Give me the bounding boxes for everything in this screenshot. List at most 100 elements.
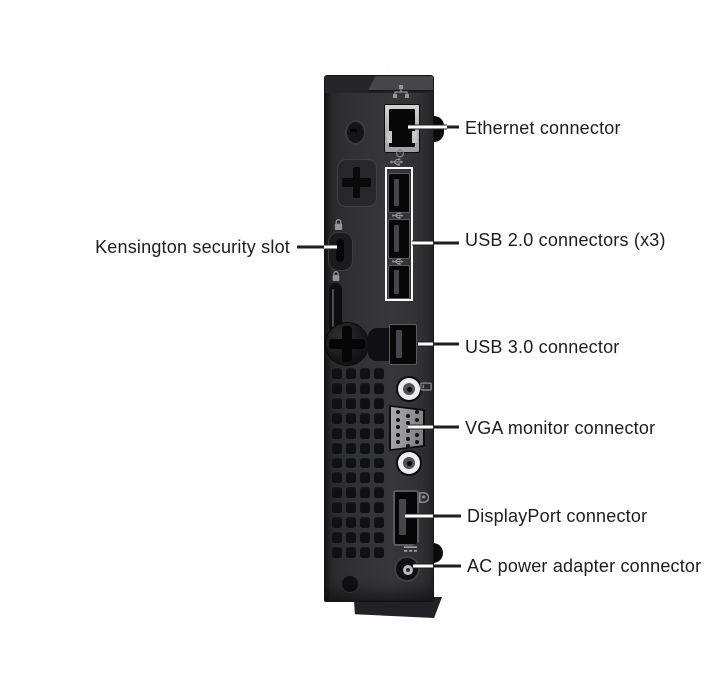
psu-retention-slot bbox=[337, 159, 377, 207]
usb-trident-icon bbox=[389, 158, 405, 166]
vent-hole bbox=[374, 368, 384, 379]
vent-hole bbox=[332, 382, 342, 394]
vent-hole bbox=[346, 368, 356, 379]
leader-vga bbox=[408, 424, 433, 430]
vga-standoff-bottom bbox=[398, 452, 420, 474]
vent-hole bbox=[332, 502, 342, 514]
padlock-icon bbox=[331, 270, 341, 282]
vga-pin-hole bbox=[396, 410, 400, 414]
vent-hole bbox=[346, 412, 356, 424]
vga-pin-hole bbox=[405, 444, 410, 449]
screw-hole-top bbox=[345, 120, 366, 145]
leader-kensington bbox=[324, 244, 337, 250]
vent-hole bbox=[332, 517, 342, 529]
leader-vga bbox=[433, 425, 459, 429]
vent-hole bbox=[346, 442, 356, 454]
vent-hole bbox=[332, 457, 342, 469]
lock-loop-bar bbox=[329, 283, 342, 333]
leader-kensington bbox=[297, 245, 324, 249]
vent-hole bbox=[346, 547, 356, 558]
vent-hole bbox=[374, 487, 384, 499]
vent-hole bbox=[374, 457, 384, 469]
vent-hole bbox=[374, 382, 384, 394]
device-rear-panel bbox=[324, 75, 434, 602]
screw-hole-bottom bbox=[342, 576, 358, 592]
vga-pin-hole bbox=[396, 425, 400, 430]
dc-power-icon bbox=[403, 545, 418, 553]
vent-hole bbox=[360, 487, 370, 499]
leader-ethernet bbox=[447, 125, 459, 129]
vent-hole bbox=[360, 442, 370, 454]
vent-hole bbox=[360, 472, 370, 484]
usb2-port-1 bbox=[388, 173, 410, 213]
label-usb2: USB 2.0 connectors (x3) bbox=[465, 230, 666, 250]
power-usb-icon bbox=[395, 148, 405, 158]
padlock-icon bbox=[333, 218, 344, 231]
vent-hole bbox=[346, 427, 356, 439]
vga-pin-hole bbox=[396, 432, 400, 437]
vent-hole bbox=[332, 368, 342, 379]
vent-hole bbox=[360, 457, 370, 469]
vent-hole bbox=[374, 532, 384, 544]
vent-hole bbox=[374, 517, 384, 529]
vga-standoff-top bbox=[398, 378, 420, 400]
vga-pin-hole bbox=[396, 417, 400, 422]
usb2-port-3 bbox=[388, 265, 410, 299]
leader-ac-power bbox=[433, 564, 461, 568]
vent-hole bbox=[374, 547, 384, 558]
vent-hole bbox=[346, 397, 356, 409]
vent-hole bbox=[332, 472, 342, 484]
kensington-slot bbox=[328, 232, 353, 271]
network-icon bbox=[393, 85, 409, 99]
vent-hole bbox=[374, 442, 384, 454]
label-displayport: DisplayPort connector bbox=[467, 506, 648, 526]
vent-hole bbox=[360, 397, 370, 409]
vga-pin-hole bbox=[405, 421, 410, 426]
vent-hole bbox=[332, 427, 342, 439]
leader-ac-power bbox=[413, 563, 433, 569]
vent-hole bbox=[332, 412, 342, 424]
label-vga: VGA monitor connector bbox=[465, 418, 656, 438]
leader-usb3 bbox=[433, 342, 459, 346]
label-usb3: USB 3.0 connector bbox=[465, 337, 620, 357]
vent-hole bbox=[332, 442, 342, 454]
ac-power-jack bbox=[394, 556, 420, 582]
displayport-icon bbox=[418, 492, 429, 503]
ethernet-latch-left bbox=[387, 131, 392, 143]
leader-displayport bbox=[433, 514, 461, 518]
usb2-port-2 bbox=[388, 219, 410, 259]
chassis-foot bbox=[354, 597, 442, 618]
vent-hole bbox=[360, 532, 370, 544]
leader-usb3 bbox=[418, 341, 433, 347]
vent-grille bbox=[332, 368, 384, 558]
vent-hole bbox=[360, 382, 370, 394]
vent-hole bbox=[360, 427, 370, 439]
vent-hole bbox=[346, 472, 356, 484]
vent-hole bbox=[360, 502, 370, 514]
vent-hole bbox=[360, 368, 370, 379]
ethernet-latch-right bbox=[412, 131, 417, 143]
vent-hole bbox=[332, 397, 342, 409]
vent-hole bbox=[332, 487, 342, 499]
thumbscrew bbox=[326, 323, 368, 365]
vent-hole bbox=[374, 502, 384, 514]
vga-pin-hole bbox=[415, 440, 419, 445]
vent-hole bbox=[374, 472, 384, 484]
leader-usb2 bbox=[412, 240, 433, 246]
usb-trident-icon bbox=[391, 212, 405, 219]
leader-usb2 bbox=[433, 241, 459, 245]
vent-hole bbox=[374, 412, 384, 424]
monitor-icon bbox=[420, 382, 432, 392]
vga-pin-hole bbox=[405, 436, 410, 441]
vent-hole bbox=[332, 547, 342, 558]
vga-pin-hole bbox=[415, 432, 419, 437]
vga-pin-hole bbox=[396, 440, 400, 445]
vent-hole bbox=[374, 397, 384, 409]
usb2-highlight-box bbox=[385, 167, 413, 301]
vent-hole bbox=[346, 502, 356, 514]
vga-pin-hole bbox=[415, 410, 419, 414]
vga-pin-hole bbox=[405, 429, 410, 433]
vent-hole bbox=[374, 427, 384, 439]
vent-hole bbox=[360, 412, 370, 424]
